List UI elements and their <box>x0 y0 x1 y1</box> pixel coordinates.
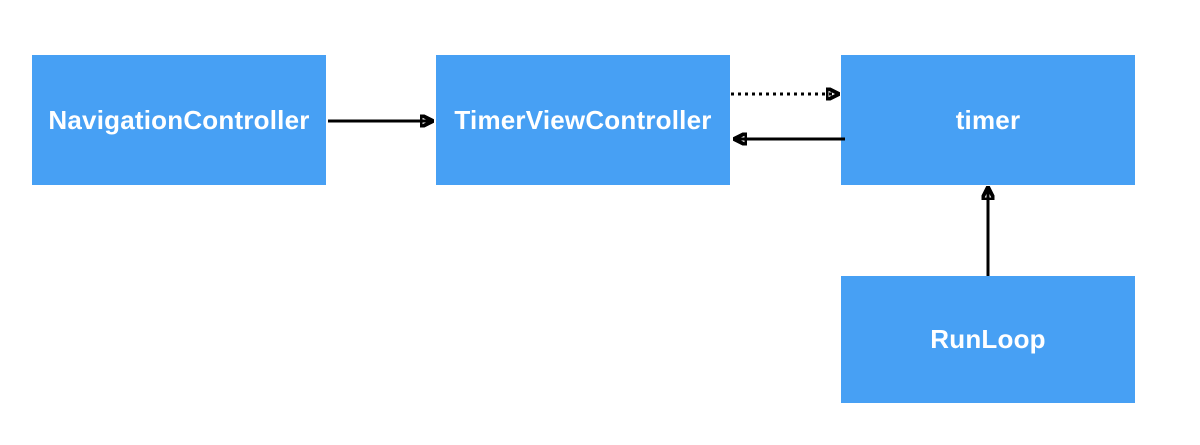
node-run-loop: RunLoop <box>841 276 1135 403</box>
node-timer: timer <box>841 55 1135 185</box>
node-navigation-controller: NavigationController <box>32 55 326 185</box>
node-navigation-controller-label: NavigationController <box>48 104 310 135</box>
node-timer-label: timer <box>955 104 1021 135</box>
node-timer-view-controller-label: TimerViewController <box>454 104 712 135</box>
node-run-loop-label: RunLoop <box>930 324 1046 354</box>
node-timer-view-controller: TimerViewController <box>436 55 730 185</box>
